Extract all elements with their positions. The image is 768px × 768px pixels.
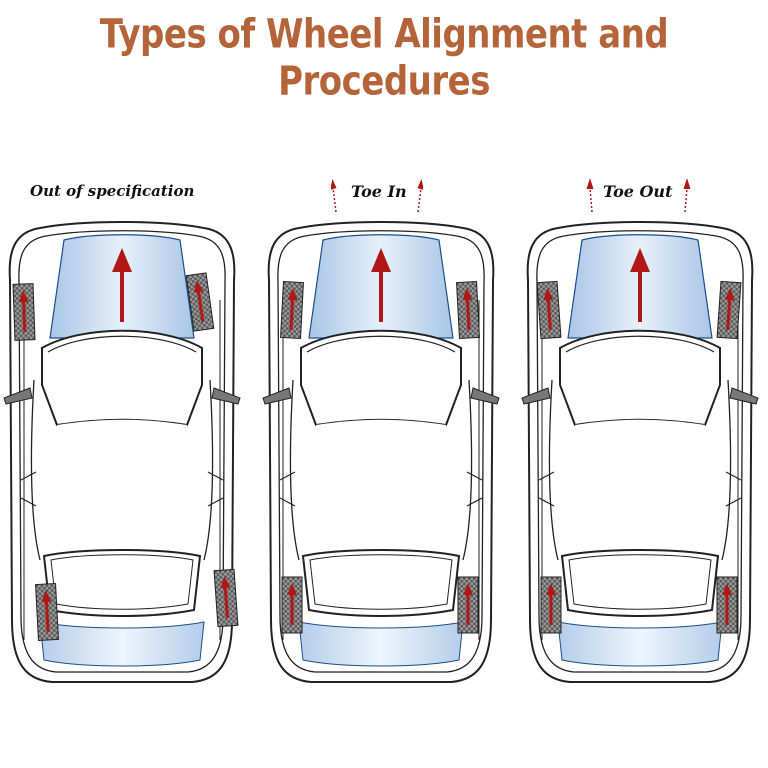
label-out-of-specification: Out of specification — [30, 182, 195, 200]
label-toe-in: Toe In — [351, 182, 407, 201]
car-toe-out — [521, 221, 759, 683]
toe-out-left-arrow-icon — [586, 178, 594, 213]
car-out-of-specification — [3, 221, 241, 683]
toe-out-right-arrow-icon — [683, 178, 691, 213]
toe-in-right-arrow-icon — [417, 179, 423, 213]
label-toe-out: Toe Out — [603, 182, 673, 201]
toe-in-left-arrow-icon — [331, 179, 337, 213]
car-toe-in — [262, 221, 500, 683]
page-title: Types of Wheel Alignment and Procedures — [99, 10, 669, 106]
